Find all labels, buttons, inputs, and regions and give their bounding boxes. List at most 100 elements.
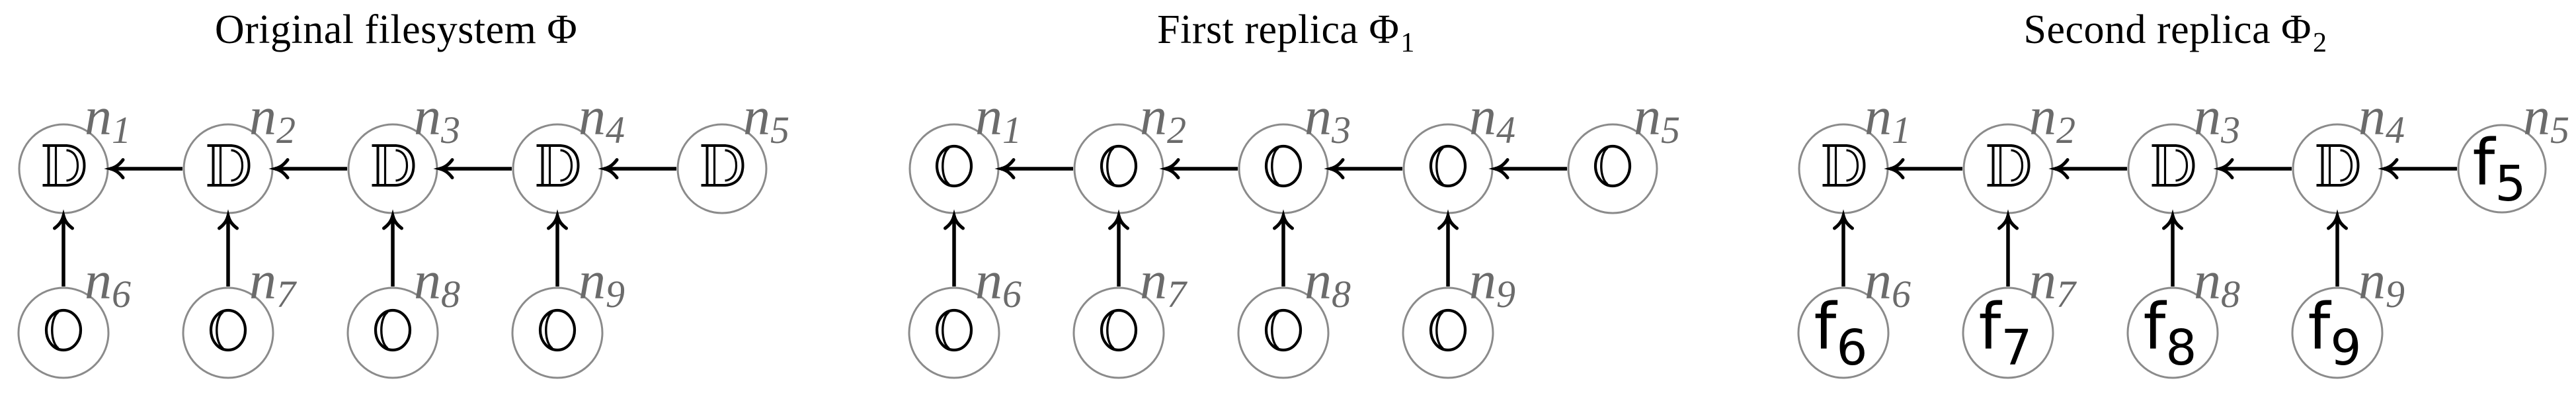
node-label: n9 xyxy=(2358,250,2405,316)
node-label-subscript: 2 xyxy=(276,109,296,152)
node-label: n1 xyxy=(1865,86,1911,152)
node-label-subscript: 2 xyxy=(2056,109,2075,152)
node-label-subscript: 8 xyxy=(2221,273,2240,316)
node-first-replica-n2: n2 xyxy=(1073,86,1186,214)
node-second-replica-n2: n2 xyxy=(1962,86,2075,214)
node-label: n4 xyxy=(2358,86,2405,152)
node-original-filesystem-n3: n3 xyxy=(347,86,460,214)
node-label: n4 xyxy=(1469,86,1515,152)
panel-title-text: Original filesystem Φ xyxy=(214,7,578,52)
node-circle xyxy=(1962,287,2054,379)
node-label: n3 xyxy=(1305,86,1351,152)
node-label-subscript: 3 xyxy=(440,109,460,152)
panel-title-first-replica: First replica Φ1 xyxy=(1157,7,1415,58)
node-label-subscript: 9 xyxy=(1496,273,1515,316)
file-glyph-subscript: 6 xyxy=(1836,320,1867,376)
node-label-subscript: 4 xyxy=(2386,109,2405,152)
node-circle xyxy=(908,287,1000,379)
node-circle xyxy=(346,287,439,379)
node-label-subscript: 9 xyxy=(2386,273,2405,316)
node-label-subscript: 9 xyxy=(606,273,625,316)
file-glyph-subscript: 7 xyxy=(2001,320,2032,376)
node-label: n5 xyxy=(2523,86,2569,152)
node-label-subscript: 1 xyxy=(1892,109,1911,152)
node-label: n1 xyxy=(975,86,1022,152)
node-label-subscript: 1 xyxy=(112,109,131,152)
node-circle xyxy=(511,287,604,379)
node-circle xyxy=(2291,287,2384,379)
node-label: n9 xyxy=(579,250,625,316)
file-glyph-subscript: 9 xyxy=(2330,320,2361,376)
node-original-filesystem-n4: n4 xyxy=(512,86,625,214)
node-label-subscript: 4 xyxy=(1496,109,1515,152)
node-label: n7 xyxy=(249,250,297,316)
node-label: n2 xyxy=(1140,86,1186,152)
node-first-replica-n5: n5 xyxy=(1567,86,1680,214)
node-label: n7 xyxy=(2029,250,2077,316)
node-label-subscript: 1 xyxy=(1002,109,1022,152)
node-original-filesystem-n5: n5 xyxy=(676,86,789,214)
panel-original-filesystem: n1 n2 n3 n4 n5 n6 n7 n8 n9 xyxy=(17,86,789,379)
node-label-subscript: 3 xyxy=(1331,109,1351,152)
node-second-replica-n3: n3 xyxy=(2127,86,2240,214)
node-label: n7 xyxy=(1140,250,1187,316)
node-label-subscript: 8 xyxy=(441,273,460,316)
panel-title-subscript: 1 xyxy=(1400,28,1415,58)
node-circle xyxy=(2126,287,2219,379)
node-label-subscript: 4 xyxy=(606,109,625,152)
node-first-replica-n8: n8 xyxy=(1237,250,1351,379)
node-label-subscript: 6 xyxy=(112,273,131,316)
node-label-subscript: 7 xyxy=(1167,273,1187,316)
node-label: n1 xyxy=(85,86,131,152)
node-label: n6 xyxy=(85,250,131,316)
node-circle xyxy=(1237,287,1330,379)
node-first-replica-n9: n9 xyxy=(1402,250,1515,379)
node-circle xyxy=(1567,123,1658,214)
node-circle xyxy=(1402,287,1494,379)
panel-title-second-replica: Second replica Φ2 xyxy=(2023,7,2327,58)
node-original-filesystem-n9: n9 xyxy=(511,250,625,379)
node-label: n6 xyxy=(975,250,1022,316)
node-first-replica-n7: n7 xyxy=(1072,250,1187,379)
panel-title-subscript: 2 xyxy=(2313,28,2327,58)
node-second-replica-n1: n1 xyxy=(1798,86,1911,214)
node-label: n2 xyxy=(249,86,296,152)
node-label: n5 xyxy=(1634,86,1680,152)
node-circle xyxy=(2457,124,2547,214)
node-original-filesystem-n6: n6 xyxy=(17,250,131,379)
node-first-replica-n6: n6 xyxy=(908,250,1022,379)
node-circle xyxy=(676,123,768,214)
node-original-filesystem-n1: n1 xyxy=(18,86,131,214)
node-label: n5 xyxy=(743,86,789,152)
node-label-subscript: 6 xyxy=(1002,273,1022,316)
node-label-subscript: 8 xyxy=(1332,273,1351,316)
node-label-subscript: 6 xyxy=(1892,273,1911,316)
node-original-filesystem-n2: n2 xyxy=(182,86,296,214)
node-label-subscript: 2 xyxy=(1167,109,1186,152)
panel-title-text: First replica Φ xyxy=(1157,7,1400,52)
node-second-replica-n4: n4 xyxy=(2292,86,2405,214)
node-circle xyxy=(1072,287,1165,379)
node-label: n4 xyxy=(579,86,625,152)
panel-first-replica: n1 n2 n3 n4 n5 n6 n7 n8 n9 xyxy=(908,86,1680,379)
node-label-subscript: 7 xyxy=(2056,273,2077,316)
node-label: n9 xyxy=(1469,250,1515,316)
file-glyph-subscript: 8 xyxy=(2165,320,2196,376)
file-glyph-subscript: 5 xyxy=(2495,155,2526,212)
node-label: n8 xyxy=(2194,250,2240,316)
panel-title-text: Second replica Φ xyxy=(2023,7,2312,52)
node-label: n3 xyxy=(2194,86,2240,152)
node-circle xyxy=(182,287,274,379)
node-label-subscript: 5 xyxy=(1661,109,1680,152)
node-label: n8 xyxy=(414,250,460,316)
node-label: n6 xyxy=(1865,250,1911,316)
panel-title-original: Original filesystem Φ xyxy=(215,7,579,54)
node-circle xyxy=(17,287,110,379)
